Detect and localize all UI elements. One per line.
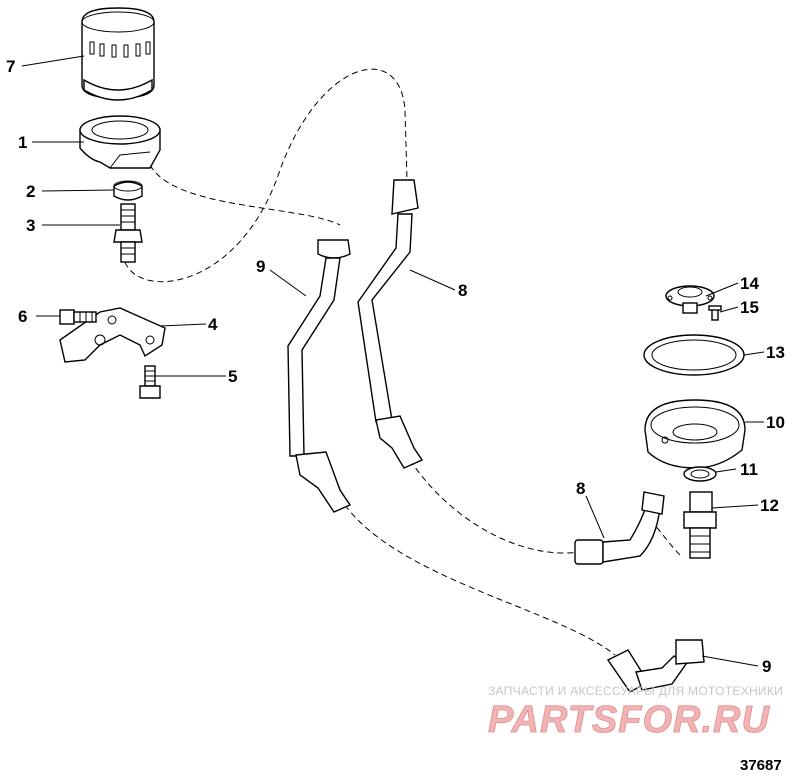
cap-screw <box>708 305 722 321</box>
routing-lines <box>124 68 681 656</box>
oil-line-right <box>357 179 424 469</box>
bracket-bolt <box>139 365 161 399</box>
adapter-fitting <box>683 491 717 559</box>
sender-cap <box>665 285 715 314</box>
callout-6: 6 <box>18 307 27 326</box>
callout-14: 14 <box>740 274 759 293</box>
callout-2: 2 <box>26 182 35 201</box>
callout-3: 3 <box>26 216 35 235</box>
nipple-fitting <box>113 203 143 263</box>
callout-10: 10 <box>766 413 785 432</box>
bracket-screw <box>59 309 97 325</box>
callout-11: 11 <box>740 460 758 479</box>
callout-15: 15 <box>740 298 759 317</box>
callout-1: 1 <box>18 133 27 152</box>
oil-line-lower-elbow <box>606 639 705 693</box>
filter-adapter <box>79 115 161 169</box>
seal-ring <box>113 180 143 201</box>
mounting-bracket <box>59 307 166 363</box>
callout-9-lower: 9 <box>762 657 771 676</box>
watermark-brand: PARTSFOR.RU <box>488 699 770 741</box>
watermark: ЗАПЧАСТИ И АКСЕССУАРЫ ДЛЯ МОТОТЕХНИКИ PA… <box>488 684 783 741</box>
callout-12: 12 <box>760 496 779 515</box>
callout-9-upper: 9 <box>256 257 265 276</box>
callout-5: 5 <box>228 367 237 386</box>
clamp-ring <box>643 334 745 376</box>
oil-line-left <box>287 239 352 513</box>
figure-number: 37687 <box>740 757 782 774</box>
oil-filter <box>81 7 155 101</box>
filter-base <box>644 399 746 469</box>
callout-4: 4 <box>208 315 218 334</box>
callout-8-lower: 8 <box>576 479 585 498</box>
watermark-tagline: ЗАПЧАСТИ И АКСЕССУАРЫ ДЛЯ МОТОТЕХНИКИ <box>488 684 783 698</box>
callout-7: 7 <box>6 57 15 76</box>
callout-labels: 7 1 2 3 6 4 5 9 8 14 15 13 10 11 12 8 9 <box>6 57 785 676</box>
callout-13: 13 <box>766 343 785 362</box>
callout-8-upper: 8 <box>458 281 467 300</box>
leader-lines <box>21 55 765 667</box>
sealing-washer <box>683 466 717 482</box>
oil-line-elbow <box>574 491 665 565</box>
